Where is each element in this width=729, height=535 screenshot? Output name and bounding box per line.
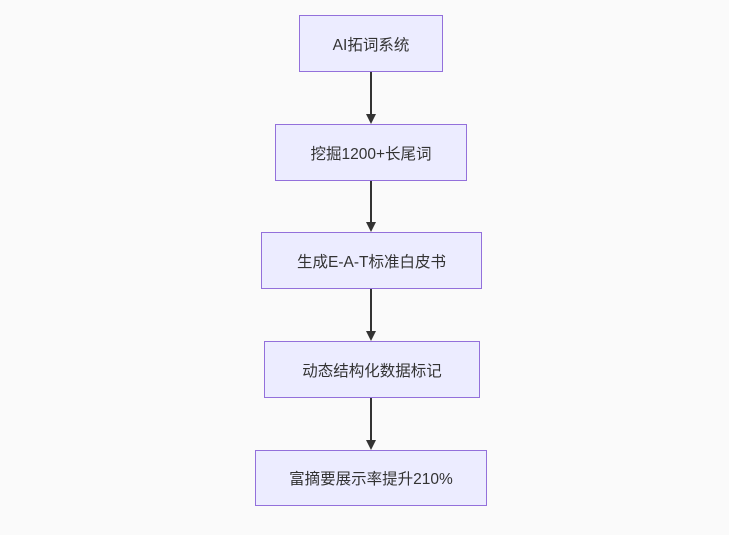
flow-node-eat-whitepaper: 生成E-A-T标准白皮书 [261, 232, 482, 289]
flow-node-label: 生成E-A-T标准白皮书 [297, 253, 446, 271]
flow-node-label: 动态结构化数据标记 [302, 362, 442, 380]
flow-edge-4 [366, 398, 376, 450]
flow-node-structured-data-markup: 动态结构化数据标记 [264, 341, 480, 398]
flow-node-label: AI拓词系统 [332, 36, 410, 54]
flow-node-label: 挖掘1200+长尾词 [310, 145, 432, 163]
flow-edge-1 [366, 72, 376, 124]
arrow-line [370, 181, 372, 222]
flow-node-longtail-mining: 挖掘1200+长尾词 [275, 124, 467, 181]
arrow-line [370, 289, 372, 331]
arrowhead-down-icon [366, 331, 376, 341]
flow-edge-2 [366, 181, 376, 232]
flow-edge-3 [366, 289, 376, 341]
flow-node-ai-word-system: AI拓词系统 [299, 15, 443, 72]
arrowhead-down-icon [366, 222, 376, 232]
arrowhead-down-icon [366, 114, 376, 124]
arrow-line [370, 72, 372, 114]
flow-node-label: 富摘要展示率提升210% [289, 471, 453, 488]
arrow-line [370, 398, 372, 440]
flow-node-rich-snippet-rate: 富摘要展示率提升210% [255, 450, 487, 506]
arrowhead-down-icon [366, 440, 376, 450]
